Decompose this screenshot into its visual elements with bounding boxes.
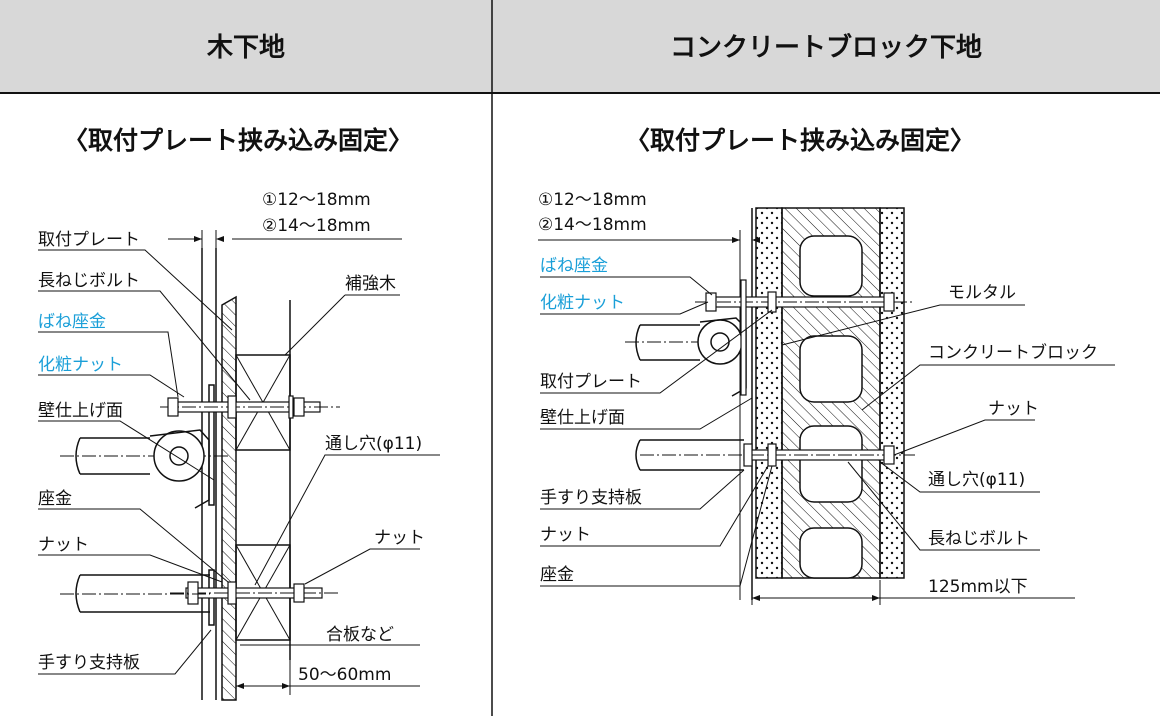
right-label-nut: ナット [540, 525, 591, 545]
left-label-nut-right: ナット [374, 528, 425, 548]
right-label-handrail-bracket: 手すり支持板 [540, 488, 642, 508]
right-label-decorative-nut: 化粧ナット [540, 293, 625, 313]
left-label-spring-washer: ばね座金 [38, 312, 106, 332]
right-label-spring-washer: ばね座金 [540, 256, 608, 276]
left-dim-1: ①12〜18mm [262, 190, 371, 210]
right-label-through-hole: 通し穴(φ11) [928, 470, 1025, 490]
left-subtitle: 〈取付プレート挟み込み固定〉 [63, 126, 413, 155]
left-label-nut: ナット [38, 535, 89, 555]
right-label-max-thickness: 125mm以下 [928, 577, 1028, 597]
header-title-concrete: コンクリートブロック下地 [670, 32, 982, 63]
left-dim-2: ②14〜18mm [262, 216, 371, 236]
right-label-concrete-block: コンクリートブロック [928, 342, 1098, 363]
right-label-washer: 座金 [540, 565, 574, 585]
right-dim-1: ①12〜18mm [538, 190, 647, 210]
header-title-wood: 木下地 [206, 33, 285, 63]
left-label-reinforcing-wood: 補強木 [345, 274, 396, 294]
right-label-nut-right: ナット [988, 399, 1039, 419]
left-label-handrail-bracket: 手すり支持板 [38, 653, 140, 673]
wood-drawing: ①12〜18mm ②14〜18mm [38, 190, 440, 701]
right-subtitle: 〈取付プレート挟み込み固定〉 [625, 126, 975, 155]
left-label-mounting-plate: 取付プレート [38, 230, 140, 250]
right-label-wall-finish: 壁仕上げ面 [540, 408, 625, 428]
left-label-decorative-nut: 化粧ナット [38, 355, 123, 375]
left-label-long-screw-bolt: 長ねじボルト [38, 271, 140, 291]
left-label-depth-dim: 50〜60mm [298, 665, 391, 685]
right-label-mounting-plate: 取付プレート [540, 372, 642, 392]
right-dim-2: ②14〜18mm [538, 215, 647, 235]
right-label-long-screw-bolt: 長ねじボルト [928, 529, 1030, 549]
concrete-drawing: ①12〜18mm ②14〜18mm [538, 190, 1115, 605]
left-label-plywood: 合板など [326, 625, 394, 645]
left-label-wall-finish: 壁仕上げ面 [38, 401, 123, 421]
left-label-washer: 座金 [38, 489, 72, 509]
header-bar [0, 0, 1160, 93]
left-label-through-hole: 通し穴(φ11) [325, 434, 422, 454]
right-label-mortar: モルタル [948, 283, 1016, 303]
